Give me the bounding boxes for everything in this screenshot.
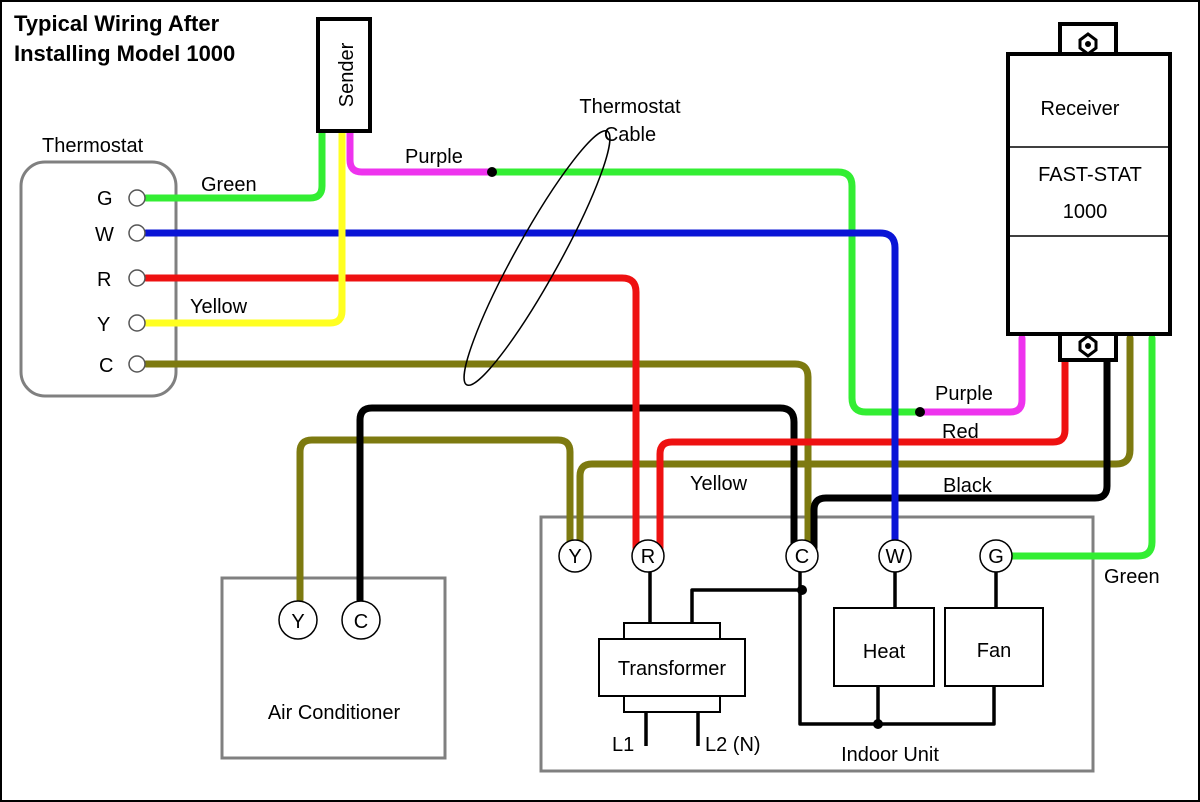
receiver-bottom-screw-icon — [1078, 334, 1098, 358]
air-conditioner-label: Air Conditioner — [268, 702, 401, 724]
thermostat-label: Thermostat — [42, 135, 144, 157]
sender-box — [316, 17, 372, 133]
ac-terminal-y — [278, 600, 318, 640]
thermostat-cable-ellipse — [463, 129, 611, 387]
thermostat-terminal-c-label: C — [99, 355, 113, 377]
ac-terminal-y-label: Y — [291, 611, 304, 633]
wire-common-return — [798, 572, 996, 726]
receiver-box — [1006, 52, 1172, 336]
thermostat-terminal-c — [128, 355, 146, 373]
wire-green-sender-to-receiver — [488, 168, 924, 416]
heat-box — [833, 607, 935, 687]
transformer-label: Transformer — [618, 658, 727, 680]
wire-purple-sender — [346, 126, 496, 176]
transformer-bottom-bar — [623, 695, 721, 713]
cable-label-line-1: Thermostat — [579, 96, 681, 118]
l2-label: L2 (N) — [705, 734, 761, 756]
fan-label: Fan — [977, 640, 1011, 662]
junction-dot-purple-right — [915, 407, 925, 417]
wire-red-thermostat-r — [142, 274, 640, 552]
transformer-top-bar — [623, 622, 721, 640]
wire-label-green-top: Green — [201, 174, 257, 196]
wire-label-black: Black — [943, 475, 993, 497]
wire-label-red: Red — [942, 421, 979, 443]
junction-dot-purple-top — [487, 167, 497, 177]
thermostat-terminal-r-label: R — [97, 269, 111, 291]
receiver-label: Receiver — [1041, 98, 1120, 120]
indoor-terminal-w-label: W — [886, 546, 905, 568]
indoor-terminal-y — [558, 539, 592, 573]
indoor-unit-label: Indoor Unit — [841, 744, 939, 766]
indoor-terminal-g-label: G — [988, 546, 1004, 568]
thermostat-terminal-w — [128, 224, 146, 242]
indoor-terminal-y-label: Y — [568, 546, 581, 568]
transformer-box — [598, 638, 746, 697]
wire-green-thermostat-g — [142, 126, 326, 202]
thermostat-terminal-g — [128, 189, 146, 207]
indoor-terminal-c — [785, 539, 819, 573]
ac-terminal-c-label: C — [354, 611, 368, 633]
thermostat-terminal-g-label: G — [97, 188, 113, 210]
title-line-2: Installing Model 1000 — [14, 41, 235, 66]
receiver-model-line-2: 1000 — [1063, 201, 1108, 223]
wire-black-ac-c — [356, 404, 798, 604]
cable-label-line-2: Cable — [604, 124, 656, 146]
l1-label: L1 — [612, 734, 634, 756]
junction-dot-c — [797, 585, 807, 595]
wire-yellow-thermostat-y — [142, 126, 346, 327]
wire-olive-receiver-c — [576, 334, 1134, 552]
wire-label-purple-right: Purple — [935, 383, 993, 405]
wire-blue-thermostat-w — [142, 229, 899, 552]
wire-label-purple-top: Purple — [405, 146, 463, 168]
wire-black-receiver-c — [810, 334, 1111, 552]
indoor-terminal-r-label: R — [641, 546, 655, 568]
wire-label-yellow-mid: Yellow — [690, 473, 748, 495]
fan-box — [944, 607, 1044, 687]
wire-label-green-right: Green — [1104, 566, 1160, 588]
wire-purple-receiver — [916, 334, 1026, 416]
indoor-terminal-g — [979, 539, 1013, 573]
thermostat-terminal-y — [128, 314, 146, 332]
junction-dot-heat — [873, 719, 883, 729]
wire-red-receiver-r — [656, 334, 1069, 552]
indoor-terminal-w — [878, 539, 912, 573]
thermostat-terminal-w-label: W — [95, 224, 114, 246]
ac-terminal-c — [341, 600, 381, 640]
heat-label: Heat — [863, 641, 906, 663]
wire-olive-ac-y — [296, 436, 574, 604]
thermostat-terminal-y-label: Y — [97, 314, 110, 336]
receiver-model-line-1: FAST-STAT — [1038, 164, 1142, 186]
wire-label-yellow-left: Yellow — [190, 296, 248, 318]
air-conditioner-box — [220, 576, 447, 760]
wire-transformer-to-c — [690, 588, 802, 623]
receiver-top-screw-icon — [1078, 32, 1098, 56]
wire-green-receiver-g — [1008, 334, 1156, 560]
sender-label: Sender — [336, 42, 358, 107]
thermostat-terminal-r — [128, 269, 146, 287]
wire-olive-thermostat-c — [142, 360, 812, 552]
title-line-1: Typical Wiring After — [14, 11, 220, 36]
indoor-terminal-r — [631, 539, 665, 573]
indoor-terminal-c-label: C — [795, 546, 809, 568]
